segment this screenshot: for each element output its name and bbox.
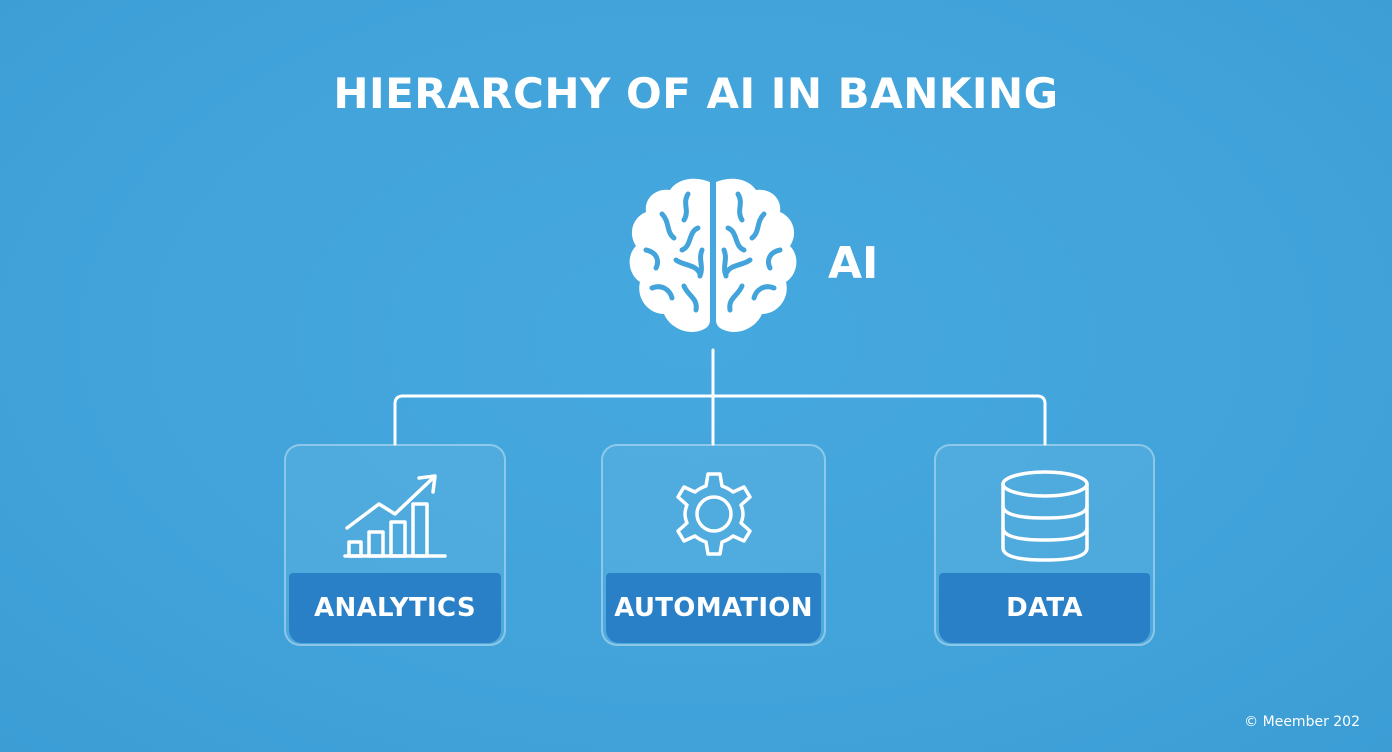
gear-icon <box>675 472 752 556</box>
ai-root-label: AI <box>828 238 879 289</box>
automation-label: AUTOMATION <box>614 593 813 623</box>
analytics-card: ANALYTICS <box>284 444 506 646</box>
data-card: DATA <box>934 444 1155 646</box>
copyright-notice: © Meember 202 <box>1244 714 1360 730</box>
data-label-bar: DATA <box>939 573 1150 643</box>
automation-label-bar: AUTOMATION <box>606 573 821 643</box>
branch-connector-right <box>719 394 1047 446</box>
database-icon <box>1000 470 1089 562</box>
growth-chart-icon <box>343 474 447 558</box>
analytics-label-bar: ANALYTICS <box>289 573 501 643</box>
data-label: DATA <box>1006 593 1083 623</box>
automation-card: AUTOMATION <box>601 444 826 646</box>
branch-connector-left <box>393 394 707 446</box>
diagram-title: HIERARCHY OF AI IN BANKING <box>333 69 1059 118</box>
brain-icon <box>629 178 797 333</box>
analytics-label: ANALYTICS <box>314 593 476 623</box>
